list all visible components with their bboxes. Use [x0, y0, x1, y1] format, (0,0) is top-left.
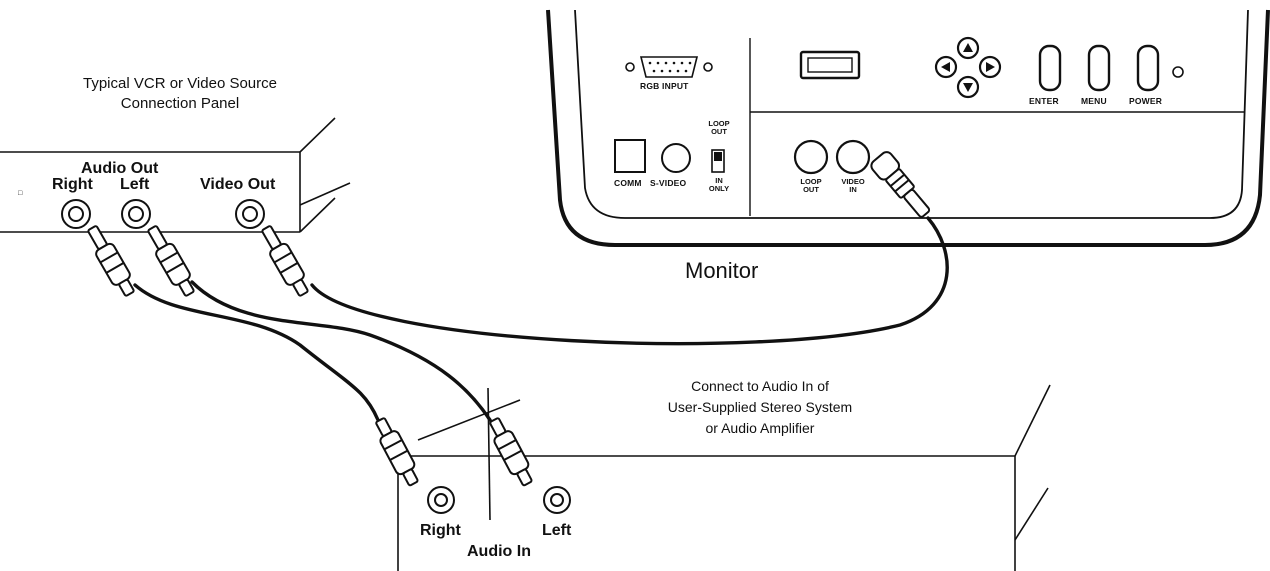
power-indicator-led — [1172, 66, 1184, 78]
cables — [133, 216, 949, 422]
vcr-panel-box — [0, 117, 351, 233]
video-cable — [310, 216, 949, 346]
stereo-right-label: Right — [420, 522, 461, 539]
stereo-plugs — [375, 417, 533, 487]
audio-left-cable — [190, 280, 492, 422]
vcr-panel-title-line1: Typical VCR or Video Source — [83, 75, 277, 92]
stereo-left-label: Left — [542, 522, 572, 539]
loop-out-switch-label: LOOP OUT — [708, 119, 730, 136]
bnc-plug — [870, 151, 931, 218]
stereo-note-line1: Connect to Audio In of — [691, 378, 829, 394]
stereo-note-line3: or Audio Amplifier — [705, 420, 815, 436]
comm-port — [614, 139, 646, 173]
power-label: POWER — [1129, 96, 1163, 106]
menu-label: MENU — [1081, 96, 1107, 106]
arrow-buttons — [934, 36, 1002, 99]
stereo-jack-right — [427, 486, 455, 514]
loop-out-jack — [793, 139, 829, 175]
loop-out-jack-label: LOOP OUT — [800, 177, 822, 194]
vcr-jack-video — [235, 199, 265, 229]
video-out-label: Video Out — [200, 176, 276, 193]
panel-mark: □ — [18, 190, 23, 197]
comm-label: COMM — [614, 178, 642, 188]
video-jacks — [793, 139, 871, 175]
vcr-jack-left — [121, 199, 151, 229]
audio-out-label: Audio Out — [81, 160, 159, 177]
s-video-port — [661, 143, 691, 173]
vcr-panel-title-line2: Connection Panel — [120, 95, 240, 112]
audio-in-label: Audio In — [467, 543, 531, 560]
vcr-right-label: Right — [52, 176, 93, 193]
s-video-label: S-VIDEO — [650, 178, 687, 188]
stereo-jack-left — [543, 486, 571, 514]
rgb-input-label: RGB INPUT — [640, 81, 689, 91]
menu-button — [1087, 44, 1111, 92]
vcr-plugs — [87, 225, 309, 297]
control-buttons — [1038, 44, 1184, 92]
rgb-input-connector — [625, 56, 713, 78]
video-in-jack-label: VIDEO IN — [841, 177, 865, 194]
audio-right-cable — [133, 283, 380, 422]
vcr-left-label: Left — [120, 176, 150, 193]
enter-label: ENTER — [1029, 96, 1059, 106]
in-only-label: IN ONLY — [708, 176, 730, 193]
lower-left-ports — [614, 139, 725, 173]
monitor-body — [546, 9, 1270, 247]
card-slot — [799, 50, 861, 80]
enter-button — [1038, 44, 1062, 92]
monitor-label: Monitor — [685, 258, 759, 283]
power-button — [1136, 44, 1160, 92]
vcr-jack-right — [61, 199, 91, 229]
video-in-jack — [835, 139, 871, 175]
stereo-note-line2: User-Supplied Stereo System — [667, 399, 853, 415]
stereo-note: Connect to Audio In of User-Supplied Ste… — [610, 376, 910, 439]
